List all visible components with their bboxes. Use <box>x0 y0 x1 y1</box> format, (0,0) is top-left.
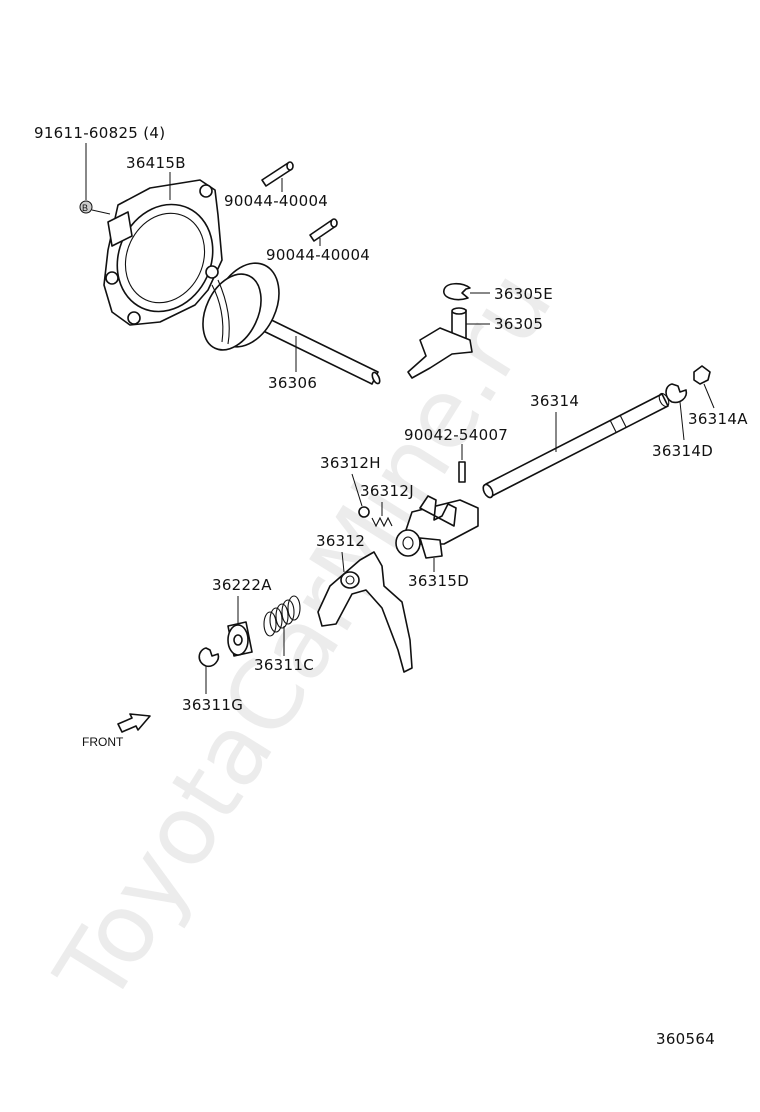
label-90042-54007: 90042-54007 <box>404 426 508 444</box>
watermark-text: ToyotaCarMine.ru <box>34 252 574 1023</box>
label-36314A: 36314A <box>688 410 748 428</box>
part-90044-stud-1 <box>261 161 294 187</box>
label-36312H: 36312H <box>320 454 381 472</box>
part-36311G-e-ring <box>198 647 220 668</box>
part-36314D-e-ring <box>665 383 688 404</box>
label-36314: 36314 <box>530 392 579 410</box>
label-90044-40004-a: 90044-40004 <box>224 192 328 210</box>
watermark: ToyotaCarMine.ru <box>34 252 574 1023</box>
label-36312: 36312 <box>316 532 365 550</box>
label-36315D: 36315D <box>408 572 469 590</box>
label-91611-60825: 91611-60825 (4) <box>34 124 165 142</box>
front-arrow: FRONT <box>82 713 151 749</box>
part-36312J-spring <box>371 516 393 528</box>
part-36306-shaft <box>202 262 381 385</box>
part-36305-lever <box>407 307 473 379</box>
front-label: FRONT <box>82 735 124 749</box>
bolt-marker-letter: B <box>82 203 88 213</box>
part-36312-shift-fork <box>317 551 413 673</box>
label-36311G: 36311G <box>182 696 243 714</box>
label-36306: 36306 <box>268 374 317 392</box>
label-36305: 36305 <box>494 315 543 333</box>
bolt-91611-marker: B <box>79 200 111 215</box>
part-36314-shift-shaft <box>482 392 670 499</box>
label-36415B: 36415B <box>126 154 186 172</box>
label-36314D: 36314D <box>652 442 713 460</box>
part-36305E-e-ring <box>443 282 471 301</box>
callouts: 91611-60825 (4) 36415B 90044-40004 90044… <box>34 124 748 714</box>
part-36314A-nut <box>693 365 711 385</box>
label-36222A: 36222A <box>212 576 272 594</box>
diagram-id: 360564 <box>656 1030 715 1048</box>
part-36415B-retainer <box>103 179 223 326</box>
label-90044-40004-b: 90044-40004 <box>266 246 370 264</box>
label-36312J: 36312J <box>360 482 414 500</box>
part-90044-stud-2 <box>309 218 338 242</box>
label-36311C: 36311C <box>254 656 314 674</box>
label-36305E: 36305E <box>494 285 553 303</box>
part-36311C-spring <box>263 595 301 637</box>
part-36222A-washer <box>227 621 253 657</box>
part-shift-head <box>395 495 479 559</box>
part-90042-pin <box>458 461 466 483</box>
part-36312H-ball <box>358 506 370 518</box>
